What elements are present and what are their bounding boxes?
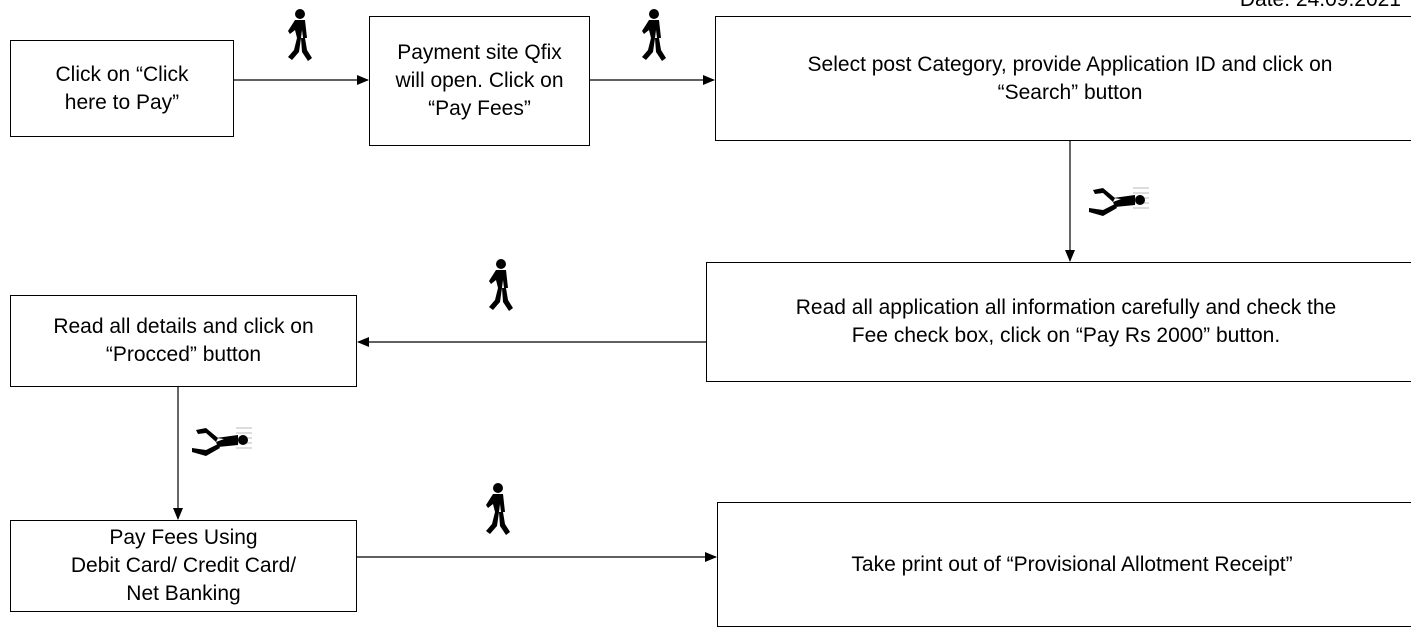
step-pay-fees: Pay Fees Using Debit Card/ Credit Card/ … xyxy=(10,520,357,612)
step-payment-site-qfix: Payment site Qfix will open. Click on “P… xyxy=(369,16,590,146)
step-text: Select post Category, provide Applicatio… xyxy=(807,52,1333,104)
running-person-icon xyxy=(1089,187,1149,216)
step-text: Read all application all information car… xyxy=(795,296,1337,347)
walking-person-icon xyxy=(288,9,312,61)
walking-person-icon xyxy=(642,9,666,61)
step-text: Click on “Click here to Pay” xyxy=(55,62,189,114)
date-label: Date: 24.09.2021 xyxy=(1240,0,1401,14)
step-read-details-proceed: Read all details and click on “Procced” … xyxy=(10,295,357,387)
step-text: Read all details and click on “Procced” … xyxy=(53,315,314,366)
step-take-printout: Take print out of “Provisional Allotment… xyxy=(717,502,1411,627)
step-text: Pay Fees Using Debit Card/ Credit Card/ … xyxy=(70,526,297,605)
step-text: Payment site Qfix will open. Click on “P… xyxy=(395,41,564,120)
walking-person-icon xyxy=(486,483,510,535)
step-click-here-to-pay: Click on “Click here to Pay” xyxy=(10,40,234,137)
flowchart: Date: 24.09.2021 Click on “Click here to… xyxy=(10,0,1411,627)
step-read-application-info: Read all application all information car… xyxy=(706,262,1411,382)
walking-person-icon xyxy=(489,259,513,311)
step-select-post-category: Select post Category, provide Applicatio… xyxy=(715,16,1411,141)
running-person-icon xyxy=(192,427,252,456)
connectors xyxy=(173,75,1075,562)
step-text: Take print out of “Provisional Allotment… xyxy=(851,552,1293,576)
